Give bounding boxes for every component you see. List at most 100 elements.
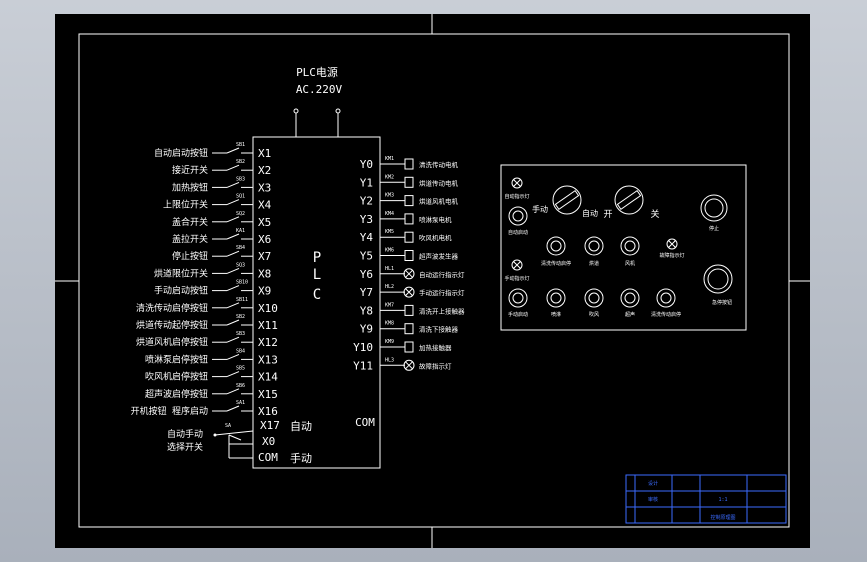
title-block-checked: 审核 bbox=[648, 496, 658, 503]
emergency-stop-button[interactable] bbox=[703, 264, 733, 294]
stop-button[interactable] bbox=[700, 194, 728, 222]
selector-tag: SA bbox=[225, 423, 231, 429]
mode-auto-label: 自动 bbox=[582, 208, 598, 218]
input-12-tag: SB3 bbox=[236, 331, 245, 337]
panel-row2-label-2: 吹风 bbox=[589, 311, 599, 318]
input-10-terminal: X10 bbox=[258, 302, 278, 315]
switch-on-label: 开 bbox=[603, 209, 612, 220]
auto-start-button-inner bbox=[512, 210, 524, 222]
input-2-desc: 接近开关 bbox=[172, 164, 208, 176]
fault-lamp-cross bbox=[668, 240, 676, 248]
input-15-contact bbox=[226, 388, 240, 395]
input-7-tag: SB4 bbox=[236, 245, 245, 251]
output-4-tag: KM4 bbox=[385, 211, 394, 217]
emergency-stop-label: 急停按钮 bbox=[712, 299, 732, 306]
input-13-terminal: X13 bbox=[258, 353, 278, 366]
selector-desc-1: 自动手动 bbox=[167, 428, 203, 440]
panel-row2-button-1[interactable] bbox=[546, 288, 566, 308]
input-6-tag: KA1 bbox=[236, 228, 245, 234]
panel-row2-label-4: 清洗传动启停 bbox=[651, 311, 681, 318]
output-3-desc: 烘道风机电机 bbox=[419, 197, 459, 206]
panel-row2-label-1: 喷淋 bbox=[551, 311, 561, 318]
input-1-tag: SB1 bbox=[236, 142, 245, 148]
input-12-contact bbox=[226, 336, 240, 343]
input-16-contact bbox=[226, 405, 240, 412]
input-3-desc: 加热按钮 bbox=[172, 181, 208, 193]
selector-contact bbox=[228, 434, 242, 441]
stop-label: 停止 bbox=[709, 225, 719, 232]
input-9-desc: 手动启动按钮 bbox=[154, 285, 208, 297]
output-9-terminal: Y8 bbox=[360, 304, 373, 317]
input-8-desc: 烘道限位开关 bbox=[154, 267, 208, 279]
panel-row1-label-2: 烘道 bbox=[589, 260, 599, 267]
output-7-lamp-cross bbox=[405, 269, 413, 278]
mode-selector-knob[interactable] bbox=[552, 185, 582, 215]
input-3-contact bbox=[226, 181, 240, 188]
input-15-desc: 超声波启停按钮 bbox=[145, 388, 208, 400]
selector-wire-x17 bbox=[214, 430, 254, 436]
panel-row1-button-3[interactable] bbox=[620, 236, 640, 256]
output-5-terminal: Y4 bbox=[360, 231, 374, 244]
switch-off-label: 关 bbox=[650, 208, 659, 220]
input-3-tag: SB3 bbox=[236, 176, 245, 182]
input-6-desc: 盖拉开关 bbox=[172, 233, 208, 245]
output-12-terminal: Y11 bbox=[353, 359, 373, 372]
panel-row2-label-3: 超声 bbox=[625, 311, 635, 318]
output-7-lamp bbox=[403, 268, 415, 280]
output-11-desc: 加热接触器 bbox=[419, 343, 452, 352]
input-2-tag: SB2 bbox=[236, 159, 245, 165]
output-3-coil bbox=[404, 195, 414, 207]
fault-lamp-label: 故障指示灯 bbox=[659, 252, 684, 259]
input-12-desc: 烘道风机启停按钮 bbox=[136, 336, 208, 348]
panel-row2-button-2[interactable] bbox=[584, 288, 604, 308]
output-4-desc: 喷淋泵电机 bbox=[419, 215, 452, 224]
title-block-title: 控制原理图 bbox=[710, 514, 735, 521]
output-8-desc: 手动运行指示灯 bbox=[419, 288, 465, 297]
auto-lamp-icon bbox=[511, 177, 523, 189]
input-8-terminal: X8 bbox=[258, 267, 271, 280]
plc-output-com: COM bbox=[355, 416, 375, 429]
output-12-desc: 故障指示灯 bbox=[419, 361, 452, 370]
power-title: PLC电源 bbox=[296, 65, 338, 79]
input-5-contact bbox=[226, 216, 240, 223]
output-6-desc: 超声波发生器 bbox=[419, 252, 459, 261]
manual-lamp-label: 手动指示灯 bbox=[504, 275, 529, 282]
power-terminal-l bbox=[293, 108, 299, 114]
output-1-terminal: Y0 bbox=[360, 158, 373, 171]
input-5-desc: 盖合开关 bbox=[172, 216, 208, 228]
panel-row2-button-1-inner bbox=[550, 292, 562, 304]
output-4-terminal: Y3 bbox=[360, 213, 373, 226]
input-7-contact bbox=[226, 250, 240, 257]
output-12-lamp bbox=[403, 359, 415, 371]
auto-start-button[interactable] bbox=[508, 206, 528, 226]
output-11-coil bbox=[404, 341, 414, 353]
input-1-contact bbox=[226, 147, 240, 154]
output-9-tag: KM7 bbox=[385, 302, 394, 308]
plc-wiring-diagram: PLC电源 AC.220V P L C COM 自动启动按钮SB1X1接近开关S… bbox=[55, 14, 810, 548]
panel-row1-button-1[interactable] bbox=[546, 236, 566, 256]
input-5-terminal: X5 bbox=[258, 216, 271, 229]
output-1-desc: 清洗传动电机 bbox=[419, 160, 459, 169]
manual-start-button[interactable] bbox=[508, 288, 528, 308]
manual-lamp-cross bbox=[513, 261, 521, 269]
power-switch-knob[interactable] bbox=[614, 185, 644, 215]
panel-row2-button-4[interactable] bbox=[656, 288, 676, 308]
output-2-tag: KM2 bbox=[385, 174, 394, 180]
output-12-lamp-cross bbox=[405, 361, 413, 370]
input-4-desc: 上限位开关 bbox=[163, 199, 208, 211]
input-16-terminal: X16 bbox=[258, 405, 278, 418]
mode-manual-label: 手动 bbox=[532, 204, 548, 214]
panel-row1-button-1-inner bbox=[550, 240, 562, 252]
operator-panel bbox=[500, 164, 747, 331]
title-block: 设计 审核 1:1 控制原理图 bbox=[625, 474, 787, 524]
emergency-stop-inner bbox=[707, 268, 729, 290]
panel-row2-button-3[interactable] bbox=[620, 288, 640, 308]
input-4-tag: SQ1 bbox=[236, 194, 245, 200]
panel-row1-button-2[interactable] bbox=[584, 236, 604, 256]
output-5-coil bbox=[404, 231, 414, 243]
output-3-terminal: Y2 bbox=[360, 195, 373, 208]
output-1-coil bbox=[404, 158, 414, 170]
